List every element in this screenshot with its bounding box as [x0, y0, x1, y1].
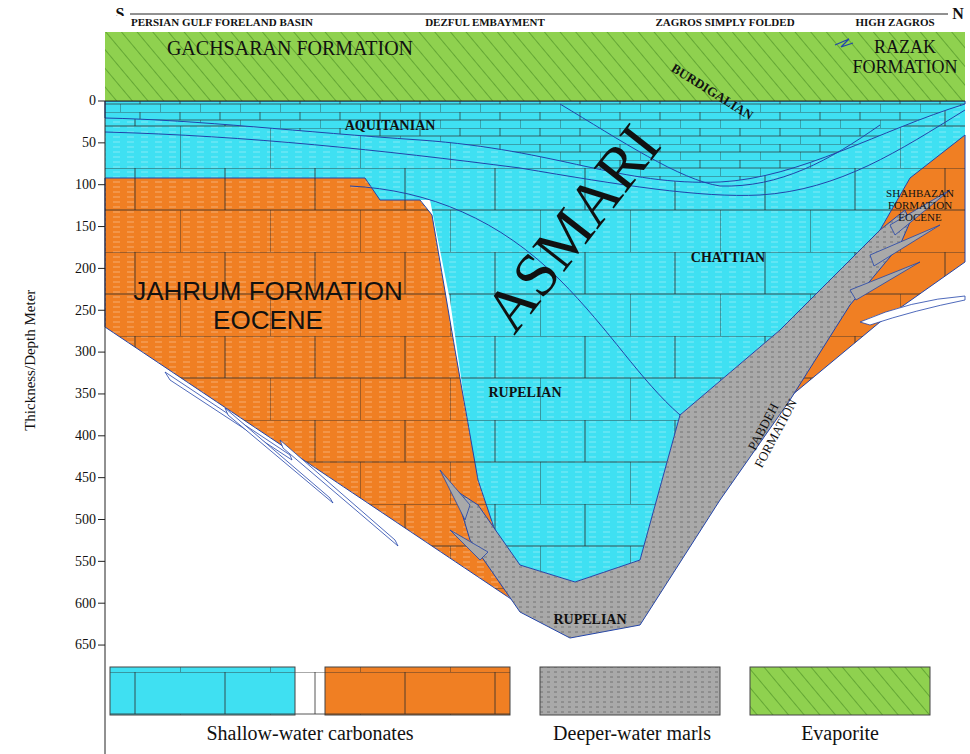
stage-name: CHATTIAN	[673, 250, 783, 265]
axis-tick: 350	[56, 386, 96, 401]
region-name: HIGH ZAGROS	[840, 16, 950, 28]
stage-name: AQUITANIAN	[325, 118, 455, 133]
legend-text: Shallow-water carbonates	[160, 722, 460, 744]
stage-name: RUPELIAN	[475, 385, 575, 400]
region-name: DEZFUL EMBAYMENT	[405, 16, 565, 28]
axis-tick: 100	[56, 177, 96, 192]
stage-name: RUPELIAN	[540, 612, 640, 627]
legend-text: Deeper-water marls	[512, 722, 752, 744]
axis-tick: 500	[56, 512, 96, 527]
formation-name: RAZAK FORMATION	[850, 38, 960, 78]
direction-letter: N	[948, 5, 968, 23]
axis-tick: 0	[56, 93, 96, 108]
axis-tick: 150	[56, 219, 96, 234]
formation-name: GACHSARAN FORMATION	[140, 37, 440, 59]
axis-tick: 250	[56, 303, 96, 318]
axis-tick: 600	[56, 596, 96, 611]
region-name: PERSIAN GULF FORELAND BASIN	[102, 16, 342, 28]
axis-title: Thickness/Depth Meter	[22, 285, 39, 435]
axis-tick: 300	[56, 344, 96, 359]
formation-name: SHAHBAZAN FORMATION EOCENE	[880, 187, 960, 223]
axis-tick: 50	[56, 135, 96, 150]
region-name: ZAGROS SIMPLY FOLDED	[630, 16, 820, 28]
formation-name: JAHRUM FORMATION EOCENE	[108, 277, 428, 334]
axis-tick: 550	[56, 554, 96, 569]
axis-tick: 200	[56, 261, 96, 276]
axis-tick: 400	[56, 428, 96, 443]
legend-text: Evaporite	[750, 722, 930, 744]
axis-tick: 450	[56, 470, 96, 485]
axis-tick: 650	[56, 637, 96, 652]
